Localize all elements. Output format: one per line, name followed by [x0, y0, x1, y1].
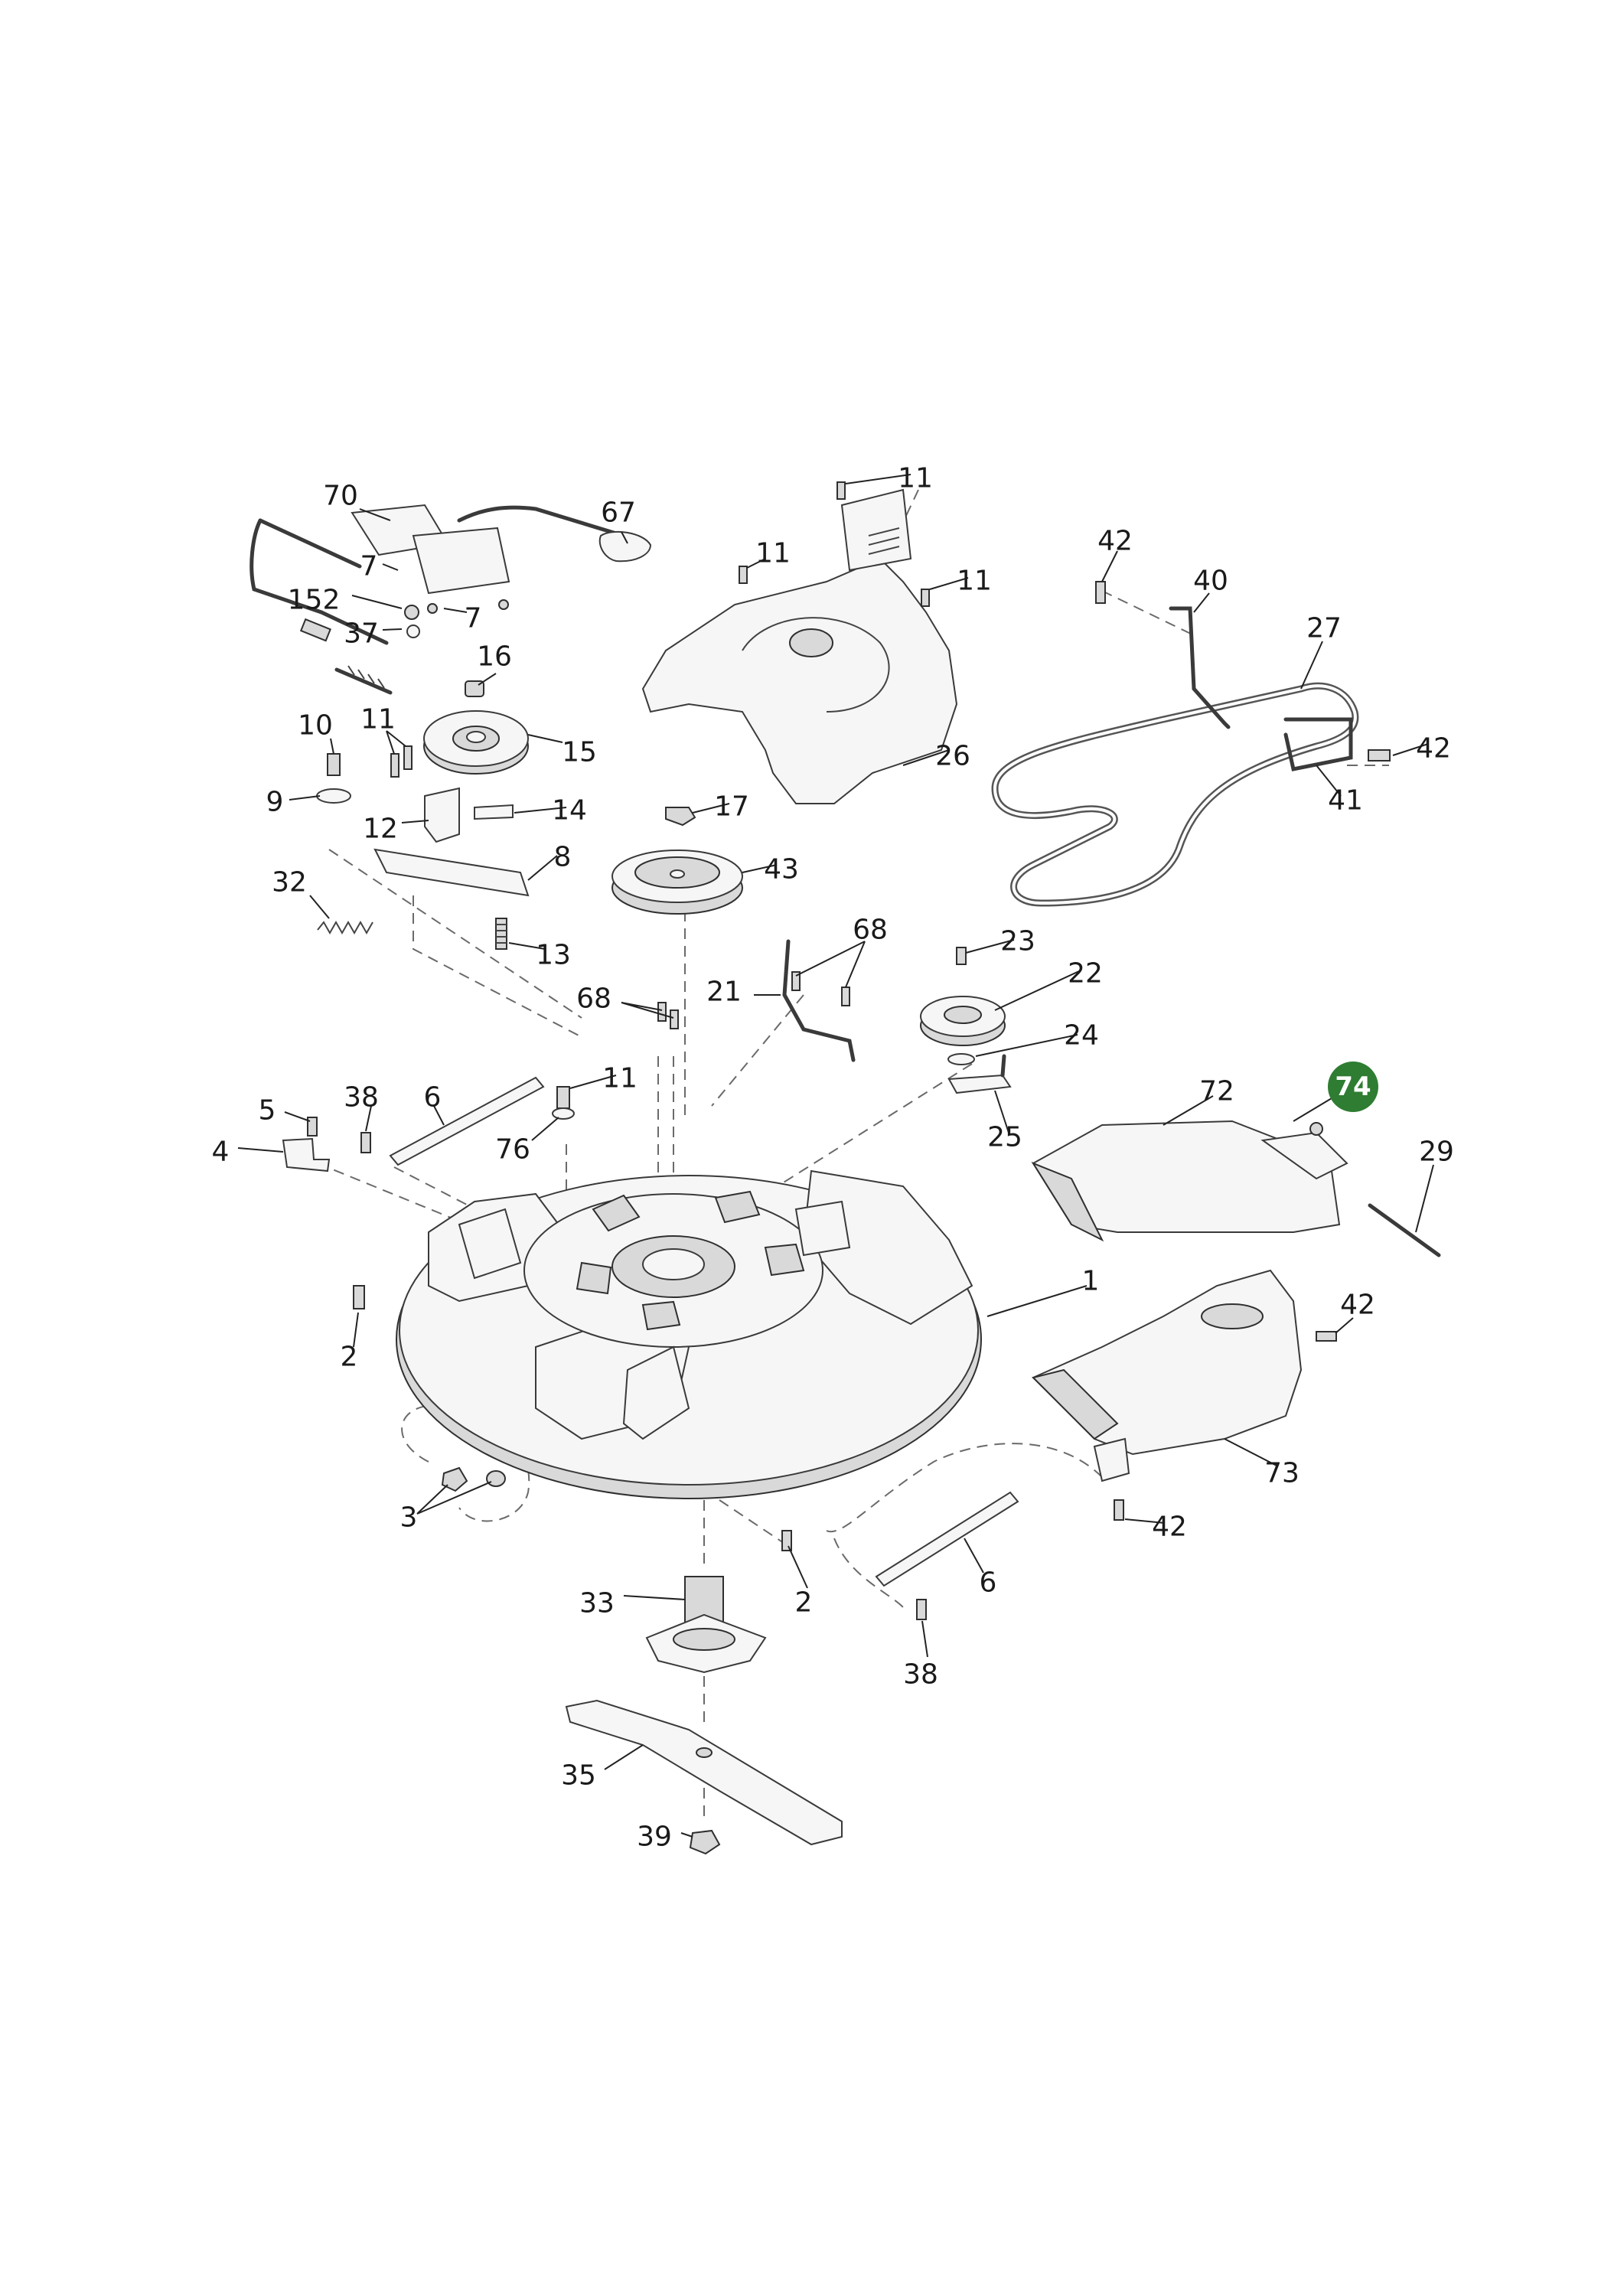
callout-42: 42	[1416, 733, 1451, 765]
callout-67: 67	[601, 497, 636, 529]
callout-10: 10	[298, 710, 333, 742]
leader-lines	[237, 474, 1434, 1838]
callout-7: 7	[360, 551, 378, 582]
callout-32: 32	[272, 867, 307, 899]
callout-8: 8	[554, 842, 572, 873]
callout-2: 2	[795, 1587, 813, 1619]
callout-11: 11	[898, 463, 933, 494]
callout-11: 11	[360, 704, 396, 735]
mower-deck	[353, 1169, 982, 1499]
callout-14: 14	[552, 795, 587, 827]
callout-6: 6	[980, 1567, 997, 1599]
callout-29: 29	[1419, 1137, 1454, 1168]
callout-43: 43	[764, 854, 799, 885]
callout-23: 23	[1000, 926, 1035, 957]
callout-2: 2	[341, 1342, 358, 1373]
callout-41: 41	[1328, 785, 1363, 817]
callout-39: 39	[637, 1821, 672, 1853]
callout-24: 24	[1064, 1020, 1099, 1052]
lift-arm-assembly	[249, 504, 652, 695]
callout-16: 16	[477, 641, 512, 673]
callout-4: 4	[212, 1137, 230, 1168]
callout-76: 76	[495, 1134, 530, 1166]
callout-70: 70	[323, 481, 358, 512]
callout-22: 22	[1068, 958, 1103, 990]
deck-brackets	[282, 1076, 1019, 1620]
callout-38: 38	[344, 1082, 379, 1114]
callout-73: 73	[1264, 1458, 1300, 1489]
discharge-chute	[1031, 1120, 1441, 1257]
callout-40: 40	[1193, 566, 1228, 597]
drive-belt	[991, 581, 1391, 907]
highlight-badge[interactable]	[1328, 1062, 1378, 1112]
belt-cover	[641, 481, 958, 804]
callout-26: 26	[935, 741, 970, 772]
callout-35: 35	[561, 1760, 596, 1792]
callout-13: 13	[536, 940, 571, 971]
callout-21: 21	[706, 977, 742, 1008]
highlighted-callout[interactable]: 74	[1328, 1062, 1378, 1112]
callout-5: 5	[259, 1095, 276, 1127]
idler-bracket-group	[316, 680, 530, 950]
right-idler-pulley	[920, 947, 1012, 1094]
spindle-assembly	[645, 1576, 767, 1674]
callout-42: 42	[1340, 1290, 1375, 1321]
deck-pulley	[611, 807, 743, 915]
callout-152: 152	[288, 585, 341, 616]
rod-end-67	[598, 530, 652, 563]
callout-1: 1	[1082, 1266, 1100, 1297]
callout-3: 3	[400, 1502, 418, 1534]
callout-9: 9	[266, 787, 284, 818]
callout-37: 37	[344, 618, 379, 650]
callout-42: 42	[1152, 1512, 1187, 1543]
idler-arm	[657, 939, 856, 1062]
callout-7: 7	[465, 603, 482, 634]
callout-38: 38	[903, 1659, 938, 1691]
deflector-chute	[1032, 1269, 1337, 1521]
callout-27: 27	[1306, 613, 1342, 644]
callout-17: 17	[714, 791, 749, 823]
callout-6: 6	[424, 1082, 442, 1114]
callout-33: 33	[579, 1588, 615, 1619]
callout-72: 72	[1199, 1076, 1234, 1107]
highlight-label: 74	[1335, 1071, 1371, 1102]
callout-68: 68	[853, 915, 888, 946]
callout-15: 15	[562, 737, 597, 768]
highlight-leader	[1293, 1097, 1332, 1122]
mower-blade	[565, 1699, 843, 1855]
callout-12: 12	[363, 814, 398, 845]
callout-11: 11	[602, 1063, 638, 1094]
callout-11: 11	[755, 538, 791, 569]
callout-68: 68	[576, 983, 611, 1015]
callout-11: 11	[957, 566, 992, 597]
callout-42: 42	[1097, 526, 1133, 557]
callout-25: 25	[987, 1122, 1022, 1153]
